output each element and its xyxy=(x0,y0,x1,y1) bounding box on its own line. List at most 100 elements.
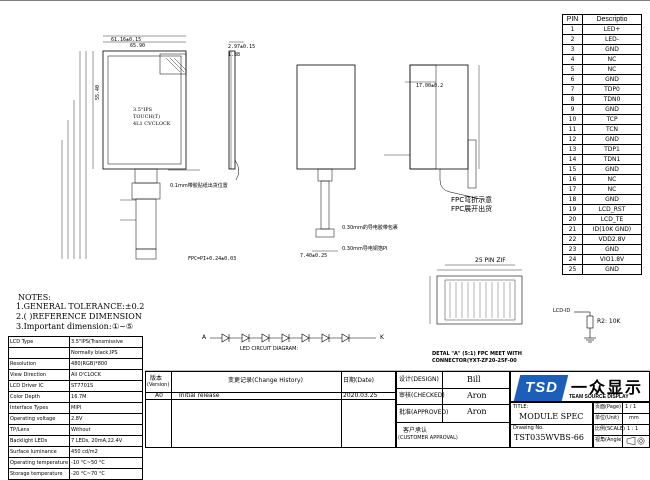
spec-value: 3.5"IPS(Transmissive xyxy=(69,336,143,348)
spec-key: Backlight LEDs xyxy=(7,435,71,447)
page-label: 页面(Page) xyxy=(595,404,622,410)
spec-row: Operating temperature-10 °C~50 °C xyxy=(7,457,143,469)
pin-description: GND xyxy=(582,44,642,55)
pin-description: TDP0 xyxy=(582,84,642,95)
pin-number: 15 xyxy=(562,164,583,175)
spec-key: Interface Types xyxy=(7,402,71,414)
notes-title: NOTES: xyxy=(18,293,51,302)
pin-number: 18 xyxy=(562,194,583,205)
screen-label-2: TOUCH(T) xyxy=(133,114,161,120)
projection-angle-icon xyxy=(626,437,645,445)
pin-number: 16 xyxy=(562,174,583,185)
pin-number: 1 xyxy=(562,24,583,35)
resistor-value: R2: 10K xyxy=(597,318,621,325)
fpc-note: 0.1mm带胶贴纸出货位置 xyxy=(170,183,228,189)
company-logo-text: TSD xyxy=(525,379,558,396)
screen-label-1: 3.5"IPS xyxy=(133,107,153,113)
spec-row: Storage temperature-20 °C~70 °C xyxy=(7,468,143,480)
approved-label: 批准(APPROVED) xyxy=(399,409,449,416)
page-value: 1 / 1 xyxy=(625,404,637,410)
scale-label: 比例(SCALE) xyxy=(595,426,625,432)
customer-label-en: (CUSTOMER APPROVAL) xyxy=(398,435,458,441)
pin-description: LED+ xyxy=(582,24,642,35)
desc-header: Descriptio xyxy=(582,14,642,25)
spec-key: TP/Lens xyxy=(7,424,71,436)
spec-row: Normally black,IPS xyxy=(7,347,143,359)
dim-side: 55.40 xyxy=(95,84,101,100)
pin-description: GND xyxy=(582,104,642,115)
spec-value: -20 °C~70 °C xyxy=(69,468,143,480)
side-dim-2: 1.88 xyxy=(228,52,241,58)
rev-date: 2020.03.25 xyxy=(343,392,378,399)
fpc-unfold-note: FPC展开出货 xyxy=(451,205,493,213)
pin-description: GND xyxy=(582,134,642,145)
pin-description: LCD_RST xyxy=(582,204,642,215)
spec-key: View Direction xyxy=(7,369,71,381)
pin-number: 4 xyxy=(562,54,583,65)
pin-description: GND xyxy=(582,74,642,85)
pin-description: TCN xyxy=(582,124,642,135)
pin-description: GND xyxy=(582,244,642,255)
company-name-en: TEAM SOURCE DISPLAY xyxy=(569,394,629,400)
pin-description: NC xyxy=(582,174,642,185)
approved-value: Aron xyxy=(467,407,487,416)
led-cathode-label: K xyxy=(380,334,384,341)
spec-key: Color Depth xyxy=(7,391,71,403)
pin-number: 19 xyxy=(562,204,583,215)
pin-number: 7 xyxy=(562,84,583,95)
drawing-value: TST035WVBS-66 xyxy=(514,433,584,442)
angle-label: 视角(Angle) xyxy=(595,437,624,443)
pin-header: PIN xyxy=(562,14,583,25)
pin-description: TCP xyxy=(582,114,642,125)
pin-number: 22 xyxy=(562,234,583,245)
pin-number: 6 xyxy=(562,74,583,85)
back-dim-bottom: 7.40±0.25 xyxy=(300,253,328,259)
customer-label: 客户承认 xyxy=(403,427,428,434)
approval-block: 设计(DESIGN) Bill 审核(CHECKED) Aron 批准(APPR… xyxy=(396,371,510,448)
dim-top-2: 65.90 xyxy=(130,43,146,49)
pin-number: 3 xyxy=(562,44,583,55)
spec-key: LCD Driver IC xyxy=(7,380,71,392)
spec-value: MIPI xyxy=(69,402,143,414)
pin-description: LCD_TE xyxy=(582,214,642,225)
pin-description: NC xyxy=(582,54,642,65)
checked-label: 审核(CHECKED) xyxy=(399,392,445,399)
led-anode-label: A xyxy=(202,334,207,341)
spec-value: 450 cd/m2 xyxy=(69,446,143,458)
small-note-1: 0.30mm的导电胶带包裹 xyxy=(342,225,398,231)
dim-top-1: 61.16±0.15 xyxy=(111,37,142,43)
pin-number: 23 xyxy=(562,244,583,255)
pin-description: VIO1.8V xyxy=(582,254,642,265)
drawing-label: Drawing No. xyxy=(513,425,544,431)
spec-key: Resolution xyxy=(7,358,71,370)
title-label: TITLE: xyxy=(513,404,529,410)
side-view xyxy=(228,41,244,181)
pin-description: TDN0 xyxy=(582,94,642,105)
spec-value: Without xyxy=(69,424,143,436)
connector-caption: DETAL "A" (5:1) FPC MEET WITH xyxy=(432,351,522,357)
drawing-canvas xyxy=(0,0,650,372)
